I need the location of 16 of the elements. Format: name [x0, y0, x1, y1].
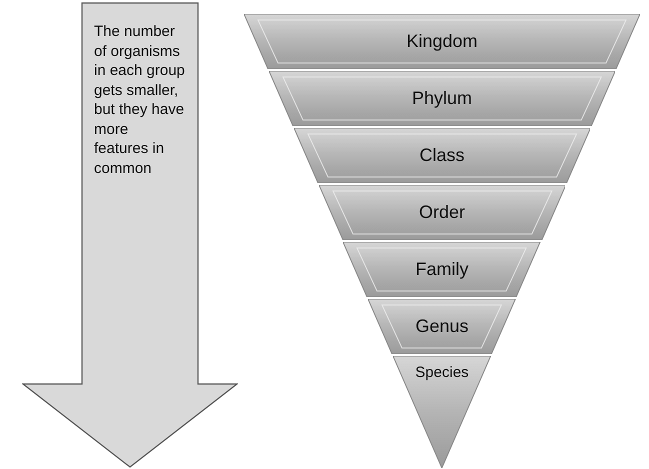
- level-label: Kingdom: [405, 30, 479, 52]
- pyramid-level: [368, 299, 516, 354]
- level-label: Order: [418, 202, 466, 222]
- level-label: Family: [414, 258, 470, 280]
- pyramid-level: [318, 185, 566, 240]
- level-label: Class: [418, 144, 466, 166]
- level-label: Species: [414, 364, 470, 381]
- pyramid-level: [268, 71, 616, 126]
- pyramid-level: [294, 128, 590, 183]
- down-arrow-shape: [22, 2, 238, 468]
- pyramid-level: [393, 356, 491, 468]
- pyramid-level: [244, 14, 640, 69]
- level-label: Genus: [414, 316, 470, 336]
- level-label: Phylum: [410, 88, 473, 108]
- arrow-text: The number of organisms in each group gets smaller, but they have more features in common: [94, 22, 186, 178]
- pyramid-level: [343, 242, 541, 297]
